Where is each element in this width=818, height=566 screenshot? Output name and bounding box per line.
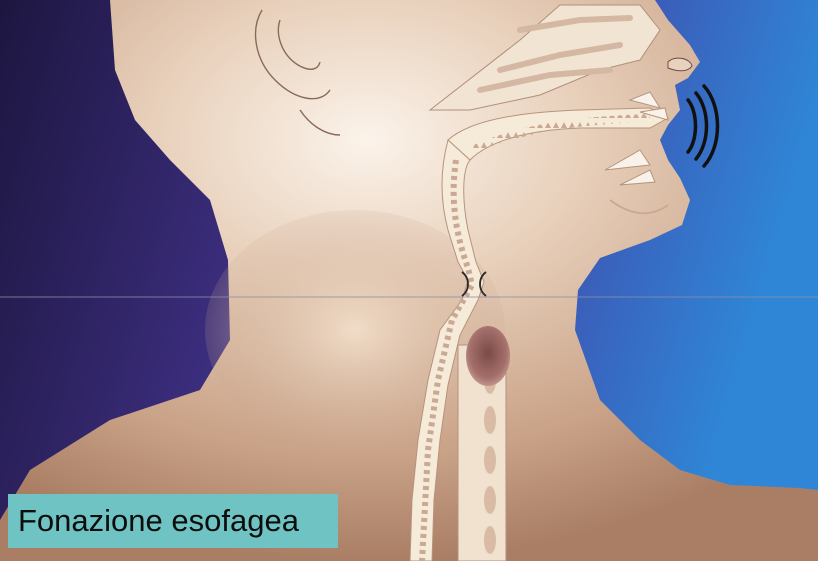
caption-text: Fonazione esofagea xyxy=(18,503,299,539)
trachea xyxy=(458,326,510,561)
caption-box: Fonazione esofagea xyxy=(8,494,338,548)
stoma xyxy=(466,326,510,386)
